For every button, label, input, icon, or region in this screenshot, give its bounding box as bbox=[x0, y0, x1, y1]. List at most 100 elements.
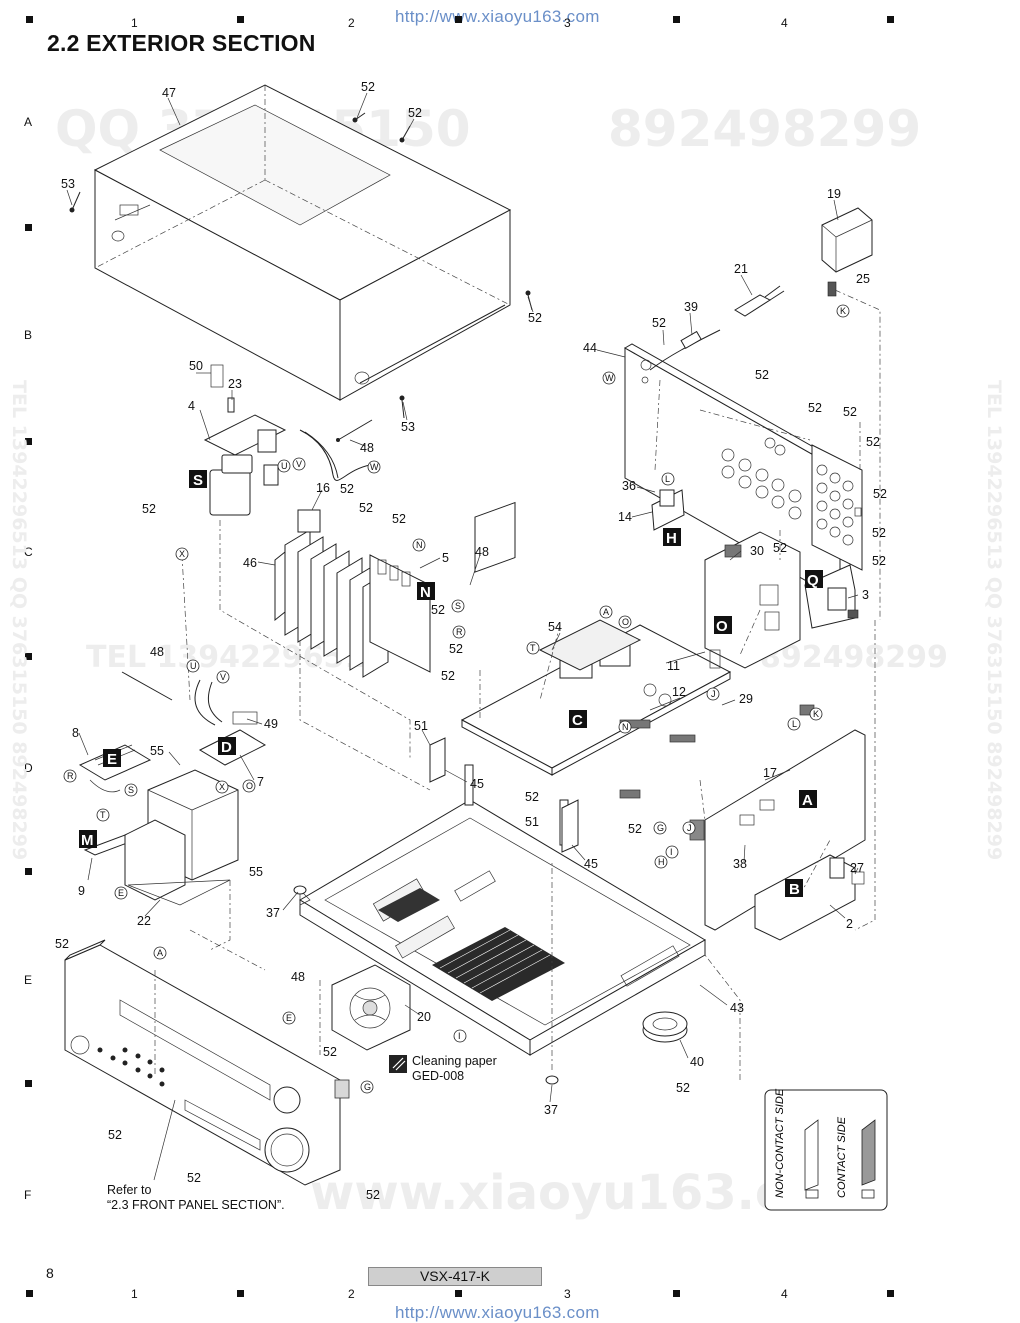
part-number: 53 bbox=[401, 420, 415, 434]
grid-row-f: F bbox=[24, 1188, 32, 1202]
part-number: 52 bbox=[431, 603, 445, 617]
grid-col-2: 2 bbox=[348, 16, 355, 30]
svg-text:W: W bbox=[370, 462, 379, 472]
part-number: 52 bbox=[408, 106, 422, 120]
svg-text:U: U bbox=[281, 461, 288, 471]
grid-marker bbox=[673, 16, 680, 23]
part-number: 37 bbox=[544, 1103, 558, 1117]
part-number: 45 bbox=[584, 857, 598, 871]
assembly-guide-lines bbox=[154, 289, 881, 1080]
svg-text:S: S bbox=[455, 601, 461, 611]
part-number: 30 bbox=[750, 544, 764, 558]
grid-marker bbox=[673, 1290, 680, 1297]
svg-text:T: T bbox=[100, 810, 106, 820]
top-cover bbox=[93, 84, 512, 401]
part-number: 52 bbox=[361, 80, 375, 94]
svg-text:J: J bbox=[711, 689, 716, 699]
svg-text:O: O bbox=[246, 781, 253, 791]
grid-marker bbox=[237, 1290, 244, 1297]
svg-text:L: L bbox=[665, 474, 670, 484]
part-number: 55 bbox=[249, 865, 263, 879]
svg-text:R: R bbox=[456, 627, 463, 637]
part-number: 29 bbox=[739, 692, 753, 706]
grid-marker bbox=[455, 1290, 462, 1297]
grid-marker bbox=[25, 868, 32, 875]
part-number: 51 bbox=[525, 815, 539, 829]
part-number: 21 bbox=[734, 262, 748, 276]
part-number: 52 bbox=[866, 435, 880, 449]
svg-text:B: B bbox=[789, 881, 800, 898]
svg-text:U: U bbox=[190, 661, 197, 671]
svg-text:N: N bbox=[420, 584, 431, 601]
refer-note: Refer to “2.3 FRONT PANEL SECTION”. bbox=[107, 1183, 285, 1213]
svg-text:S: S bbox=[128, 785, 134, 795]
heatsink bbox=[274, 509, 431, 678]
svg-text:E: E bbox=[118, 888, 124, 898]
part-number: 52 bbox=[359, 501, 373, 515]
cleaning-paper-note: Cleaning paper GED-008 bbox=[412, 1054, 497, 1084]
model-name: VSX-417-K bbox=[368, 1267, 542, 1286]
part-number: 27 bbox=[850, 861, 864, 875]
part-number: 14 bbox=[618, 510, 632, 524]
part-number: 48 bbox=[150, 645, 164, 659]
svg-text:H: H bbox=[658, 857, 665, 867]
grid-row-d: D bbox=[24, 761, 33, 775]
connector-marks bbox=[63, 304, 850, 1094]
svg-text:L: L bbox=[792, 719, 797, 729]
part-number: 55 bbox=[150, 744, 164, 758]
part-number: 52 bbox=[628, 822, 642, 836]
grid-marker bbox=[26, 1290, 33, 1297]
contact-side-label: CONTACT SIDE bbox=[836, 1116, 848, 1198]
grid-row-e: E bbox=[24, 973, 33, 987]
part-number: 52 bbox=[843, 405, 857, 419]
svg-text:G: G bbox=[657, 823, 664, 833]
part-number: 52 bbox=[773, 541, 787, 555]
part-number: 9 bbox=[78, 884, 85, 898]
svg-text:C: C bbox=[572, 712, 583, 729]
part-number: 52 bbox=[441, 669, 455, 683]
grid-col-1-bottom: 1 bbox=[131, 1287, 138, 1301]
refer-line1: Refer to bbox=[107, 1183, 152, 1197]
svg-text:G: G bbox=[364, 1082, 371, 1092]
cleaning-paper-icon bbox=[389, 1055, 407, 1073]
feet bbox=[293, 885, 688, 1085]
part-number: 39 bbox=[684, 300, 698, 314]
part-number: 3 bbox=[862, 588, 869, 602]
part-number: 17 bbox=[763, 766, 777, 780]
svg-text:O: O bbox=[716, 618, 728, 635]
svg-text:H: H bbox=[666, 530, 677, 547]
leader-lines bbox=[66, 92, 859, 1181]
part-number: 49 bbox=[264, 717, 278, 731]
part-number: 43 bbox=[730, 1001, 744, 1015]
part-number: 52 bbox=[872, 526, 886, 540]
part-number: 20 bbox=[417, 1010, 431, 1024]
part-number: 37 bbox=[266, 906, 280, 920]
cables-uv bbox=[121, 671, 223, 726]
part-number: 52 bbox=[108, 1128, 122, 1142]
svg-text:S: S bbox=[193, 472, 203, 489]
part-number: 11 bbox=[667, 659, 680, 673]
grid-marker bbox=[25, 1080, 32, 1087]
svg-text:O: O bbox=[622, 617, 629, 627]
part-number: 23 bbox=[228, 377, 242, 391]
part-number: 4 bbox=[188, 399, 195, 413]
part-number: 52 bbox=[808, 401, 822, 415]
part-number: 52 bbox=[366, 1188, 380, 1202]
svg-text:A: A bbox=[157, 948, 163, 958]
svg-text:M: M bbox=[81, 832, 94, 849]
watermark-url-top: http://www.xiaoyu163.com bbox=[395, 7, 600, 26]
part-number: 52 bbox=[392, 512, 406, 526]
part-number: 7 bbox=[257, 775, 264, 789]
part-number: 22 bbox=[137, 914, 151, 928]
svg-text:I: I bbox=[670, 847, 673, 857]
svg-text:D: D bbox=[221, 739, 232, 756]
grid-marker bbox=[26, 16, 33, 23]
part-number: 52 bbox=[873, 487, 887, 501]
refer-line2: “2.3 FRONT PANEL SECTION”. bbox=[107, 1198, 285, 1212]
part-number: 12 bbox=[672, 685, 686, 699]
board-labels: S N H Q O C E D M A B bbox=[79, 470, 823, 898]
grid-col-4-bottom: 4 bbox=[781, 1287, 788, 1301]
part-number: 52 bbox=[528, 311, 542, 325]
svg-text:E: E bbox=[107, 751, 117, 768]
